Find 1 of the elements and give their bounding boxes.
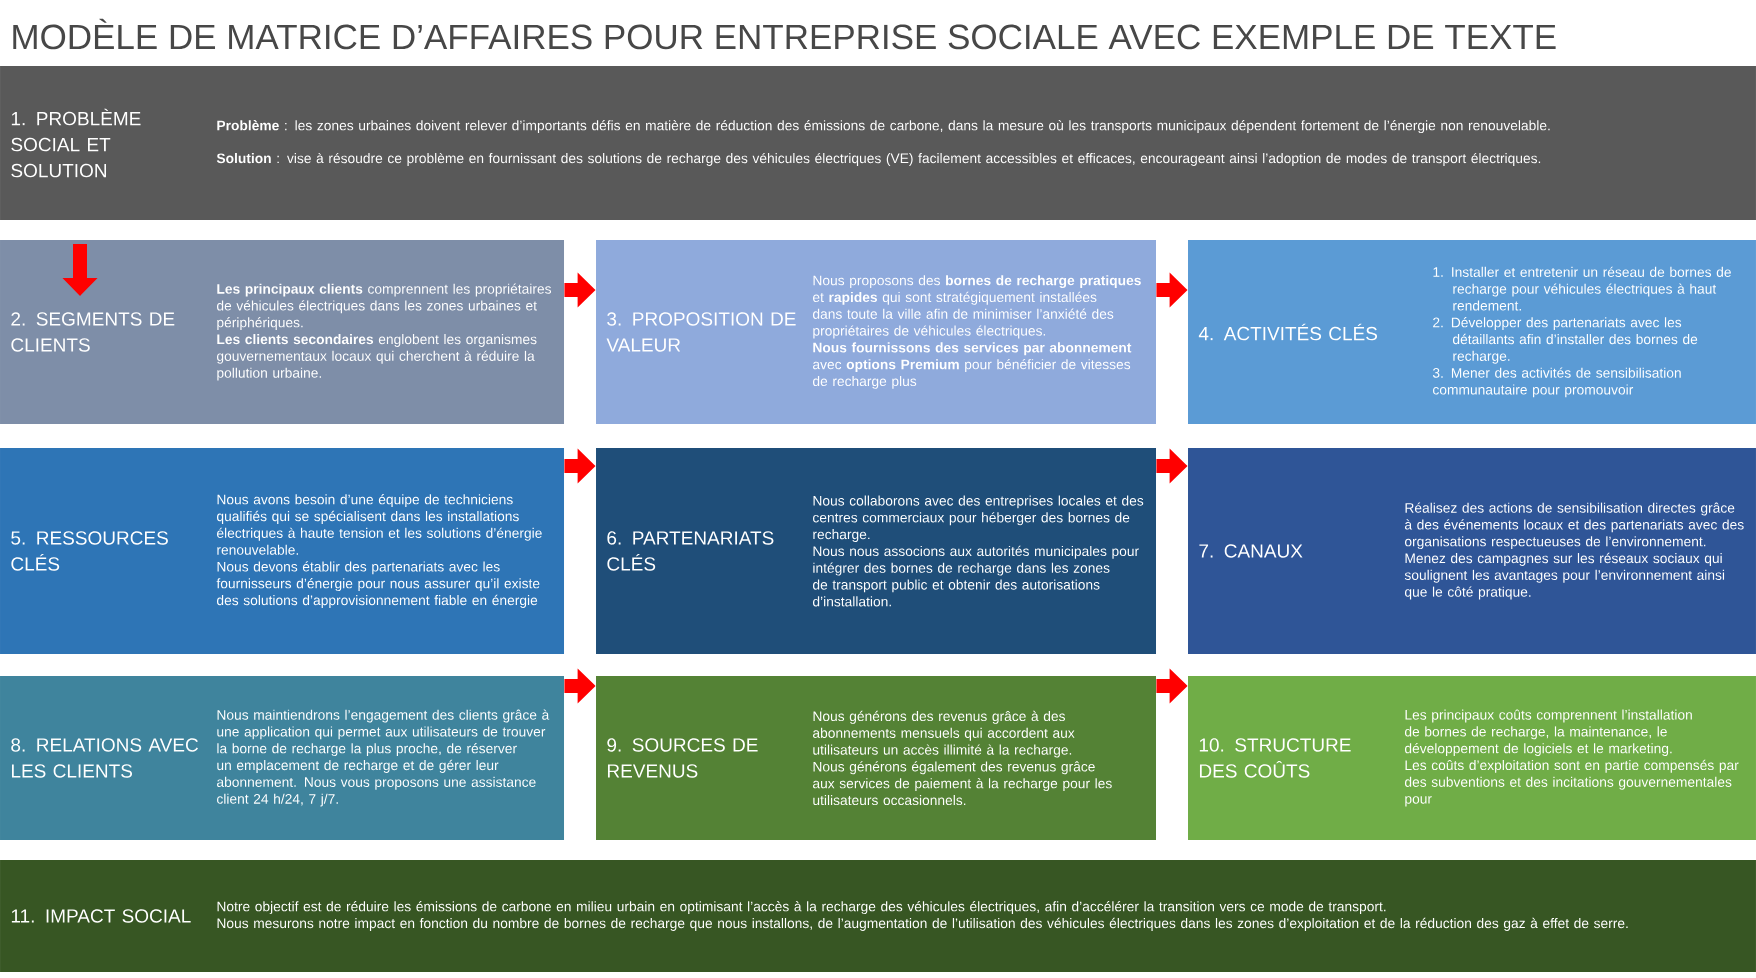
- page-title: MODÈLE DE MATRICE D’AFFAIRES POUR ENTREPRISE SOCIALE AVEC EXEMPLE DE TEXTE: [13, 18, 1556, 50]
